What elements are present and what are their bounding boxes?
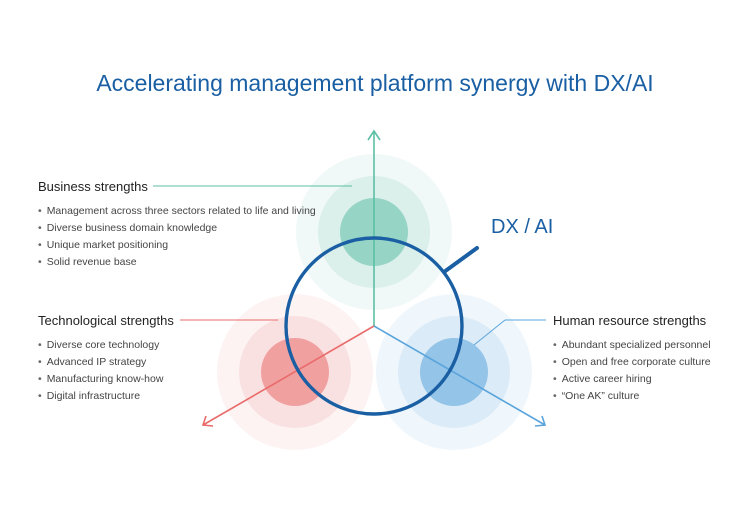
list-item: Unique market positioning xyxy=(38,237,338,254)
human-leader-line xyxy=(473,319,506,346)
business-strengths-block: Business strengths Management across thr… xyxy=(38,179,338,271)
list-item: Management across three sectors related … xyxy=(38,203,338,220)
list-item: Digital infrastructure xyxy=(38,388,238,405)
list-item: “One AK” culture xyxy=(553,388,743,405)
dxai-ring-icon xyxy=(284,236,479,416)
technological-strengths-block: Technological strengths Diverse core tec… xyxy=(38,313,238,405)
human-resource-strengths-heading: Human resource strengths xyxy=(553,313,707,328)
technological-strengths-heading: Technological strengths xyxy=(38,313,174,328)
human-resource-strengths-block: Human resource strengths Abundant specia… xyxy=(553,313,743,405)
technological-strengths-list: Diverse core technology Advanced IP stra… xyxy=(38,337,238,405)
business-axis-arrow xyxy=(367,129,381,326)
list-item: Diverse business domain knowledge xyxy=(38,220,338,237)
list-item: Solid revenue base xyxy=(38,254,338,271)
list-item: Advanced IP strategy xyxy=(38,354,238,371)
dxai-label: DX / AI xyxy=(491,216,554,238)
list-item: Open and free corporate culture xyxy=(553,354,743,371)
technological-axis-arrow xyxy=(201,325,375,427)
human-resource-strengths-list: Abundant specialized personnel Open and … xyxy=(553,337,743,405)
list-item: Abundant specialized personnel xyxy=(553,337,743,354)
page-title: Accelerating management platform synergy… xyxy=(96,70,654,96)
business-strengths-list: Management across three sectors related … xyxy=(38,203,338,271)
business-strengths-heading: Business strengths xyxy=(38,179,148,194)
list-item: Diverse core technology xyxy=(38,337,238,354)
human-axis-arrow xyxy=(373,325,547,427)
list-item: Manufacturing know-how xyxy=(38,371,238,388)
list-item: Active career hiring xyxy=(553,371,743,388)
